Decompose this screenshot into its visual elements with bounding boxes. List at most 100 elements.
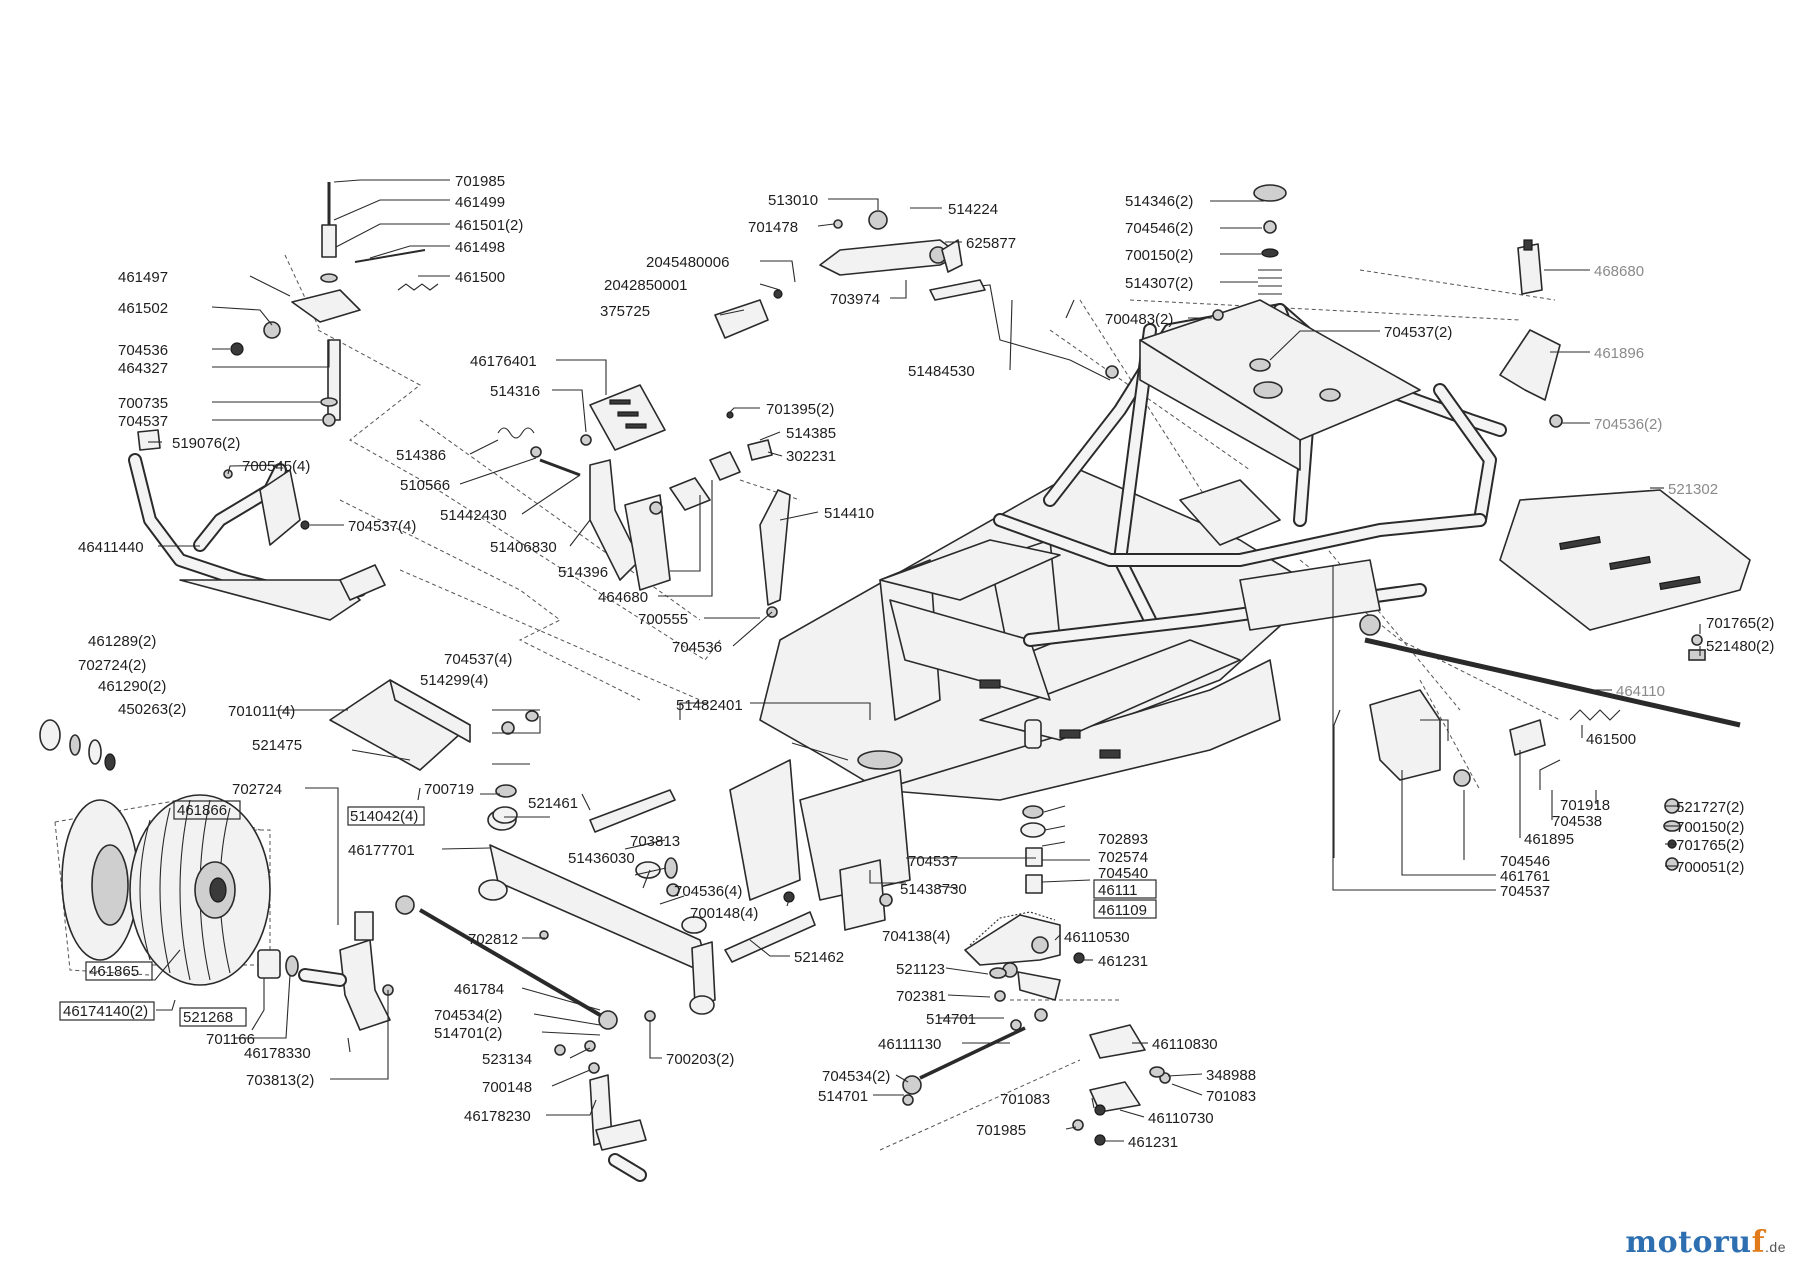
spring-514386: [497, 427, 535, 439]
label-514701-low: 514701: [818, 1088, 868, 1105]
label-701083-left: 701083: [1000, 1091, 1050, 1108]
label-514410: 514410: [824, 505, 874, 522]
label-521727: 521727(2): [1676, 799, 1744, 816]
label-461784: 461784: [454, 981, 504, 998]
foot-plate-521302: [1499, 489, 1751, 631]
label-461865: 461865: [89, 963, 139, 980]
label-461498: 461498: [455, 239, 505, 256]
bearing-521268: [257, 949, 299, 979]
label-461109: 461109: [1098, 902, 1147, 919]
label-704536-mid: 704536: [672, 639, 722, 656]
brand-tld: .de: [1765, 1239, 1786, 1255]
label-702893: 702893: [1098, 831, 1148, 848]
label-46178230: 46178230: [464, 1108, 531, 1125]
label-703974: 703974: [830, 291, 880, 308]
label-461231-top: 461231: [1098, 953, 1148, 970]
label-514701-2: 514701(2): [434, 1025, 502, 1042]
label-2042850001: 2042850001: [604, 277, 687, 294]
label-701918: 701918: [1560, 797, 1610, 814]
label-461866: 461866: [177, 802, 227, 819]
label-46176401: 46176401: [470, 353, 537, 370]
label-46111130: 46111130: [878, 1036, 941, 1053]
label-700148-4: 700148(4): [690, 905, 758, 922]
handle-375725: [714, 289, 783, 339]
bracket-461896: [1499, 329, 1561, 401]
label-46111: 46111: [1098, 882, 1138, 899]
label-702574: 702574: [1098, 849, 1148, 866]
label-704537-2: 704537(2): [1384, 324, 1452, 341]
label-702724: 702724: [232, 781, 282, 798]
bracket-521462: [724, 911, 816, 963]
label-700735: 700735: [118, 395, 168, 412]
tierod-46111130: [902, 1026, 1026, 1106]
label-boxes: [59, 800, 1157, 1027]
label-700148: 700148: [482, 1079, 532, 1096]
label-461499: 461499: [455, 194, 505, 211]
label-450263: 450263(2): [118, 701, 186, 718]
label-704546: 704546: [1500, 853, 1550, 870]
label-521123: 521123: [896, 961, 945, 978]
sector-46110530: [964, 719, 1085, 1031]
label-461290: 461290(2): [98, 678, 166, 695]
label-302231: 302231: [786, 448, 836, 465]
label-700545: 700545(4): [242, 458, 310, 475]
label-521480: 521480(2): [1706, 638, 1774, 655]
label-510566: 510566: [400, 477, 450, 494]
label-702812: 702812: [468, 931, 518, 948]
label-461501: 461501(2): [455, 217, 523, 234]
rod-464110: [1364, 637, 1741, 728]
label-51482401: 51482401: [676, 697, 743, 714]
label-514701-mid: 514701: [926, 1011, 976, 1028]
label-468680: 468680: [1594, 263, 1644, 280]
part-labels: 701985 461499 461501(2) 461498 461497 46…: [63, 173, 1774, 1151]
label-521302: 521302: [1668, 481, 1718, 498]
label-521462: 521462: [794, 949, 844, 966]
label-348988: 348988: [1206, 1067, 1256, 1084]
label-521268: 521268: [183, 1009, 233, 1026]
label-51406830: 51406830: [490, 539, 557, 556]
label-704536-right: 704536(2): [1594, 416, 1662, 433]
axle-46177701: [478, 809, 716, 1015]
label-46110730: 46110730: [1148, 1110, 1214, 1127]
label-700150-right: 700150(2): [1676, 819, 1744, 836]
bracket-514410: [759, 489, 791, 618]
label-46174140: 46174140(2): [63, 1003, 148, 1020]
label-702381: 702381: [896, 988, 946, 1005]
label-464110: 464110: [1616, 683, 1665, 700]
label-703813: 703813: [630, 833, 680, 850]
label-704534-2a: 704534(2): [434, 1007, 502, 1024]
bracket-521461: [589, 789, 676, 833]
label-51438730: 51438730: [900, 881, 967, 898]
label-704537-left: 704537: [118, 413, 168, 430]
label-46177701: 46177701: [348, 842, 415, 859]
label-701083-right: 701083: [1206, 1088, 1256, 1105]
label-703813-2: 703813(2): [246, 1072, 314, 1089]
label-700719: 700719: [424, 781, 474, 798]
pin-51442430: [530, 446, 581, 477]
label-521461: 521461: [528, 795, 578, 812]
label-519076: 519076(2): [172, 435, 240, 452]
label-704537-4b: 704537(4): [444, 651, 512, 668]
label-704138: 704138(4): [882, 928, 950, 945]
wheel-left: [61, 799, 139, 961]
label-701985: 701985: [455, 173, 505, 190]
label-701985-low: 701985: [976, 1122, 1026, 1139]
label-514346: 514346(2): [1125, 193, 1193, 210]
label-514042: 514042(4): [350, 808, 418, 825]
label-375725: 375725: [600, 303, 650, 320]
label-704537-mid: 704537: [908, 853, 958, 870]
label-46411440: 46411440: [78, 539, 144, 556]
label-46110530: 46110530: [1064, 929, 1130, 946]
label-51442430: 51442430: [440, 507, 507, 524]
label-704536-left: 704536: [118, 342, 168, 359]
label-461289: 461289(2): [88, 633, 156, 650]
label-2045480006: 2045480006: [646, 254, 729, 271]
label-514224: 514224: [948, 201, 998, 218]
label-46110830: 46110830: [1152, 1036, 1218, 1053]
label-464680: 464680: [598, 589, 648, 606]
brackets-46110830: [1072, 1024, 1171, 1146]
label-514316: 514316: [490, 383, 540, 400]
switch-468680: [1517, 239, 1543, 295]
label-701478: 701478: [748, 219, 798, 236]
